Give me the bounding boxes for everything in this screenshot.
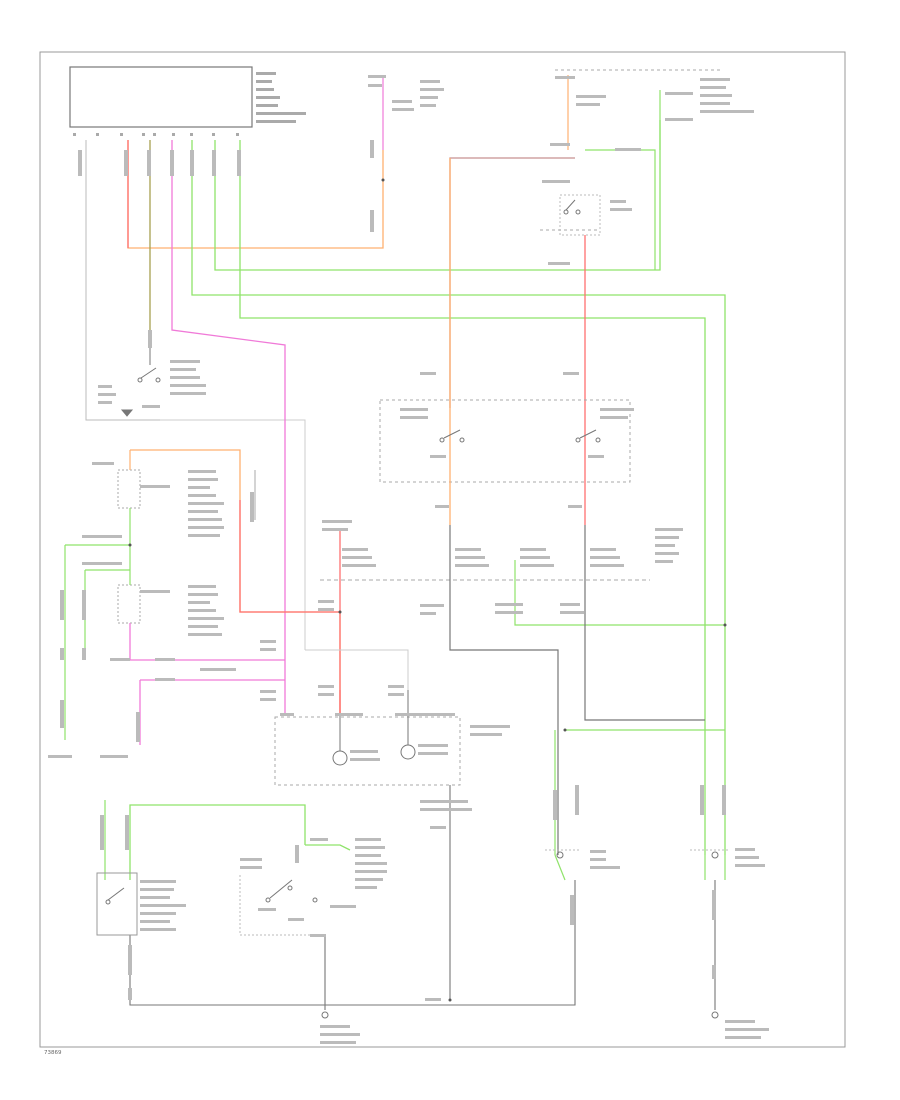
label-blocks [48,75,769,1044]
wire-green-bottom [129,804,306,880]
wire-brown [449,157,575,408]
control-module [69,66,306,136]
diagram-code: 73869 [44,1050,62,1056]
wire-green-3 [239,140,706,855]
diagram-frame [39,51,846,1048]
wire-pink-1 [127,140,384,249]
instrument-cluster [274,716,461,786]
wire-orange-relay [130,449,341,715]
wire-green-2 [214,120,661,271]
switch-module [96,872,138,936]
module-ground-box [85,140,160,421]
wire-green-1 [191,140,726,855]
wire-pink-2 [171,140,286,715]
relay-box [379,399,631,483]
